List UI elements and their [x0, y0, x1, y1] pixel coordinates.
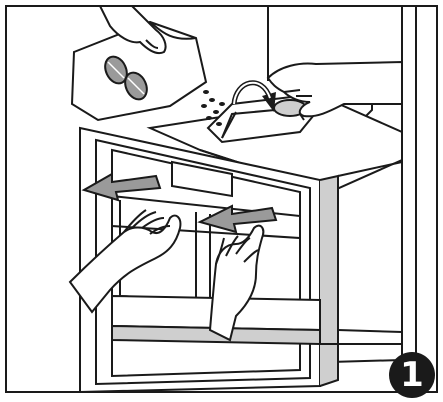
- step-number: 1: [400, 358, 424, 392]
- step-number-badge: 1: [389, 352, 435, 398]
